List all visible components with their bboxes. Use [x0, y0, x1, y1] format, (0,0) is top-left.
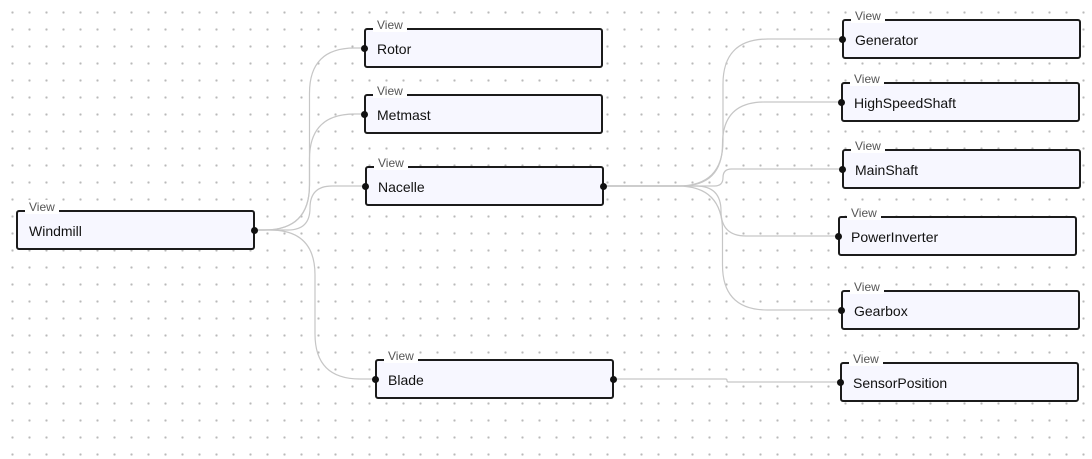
node-type-label: View	[374, 156, 408, 170]
input-handle[interactable]	[372, 375, 379, 383]
edge-blade-to-sensorposition	[616, 378, 838, 383]
input-handle[interactable]	[361, 44, 368, 52]
node-type-label: View	[850, 280, 884, 294]
output-handle[interactable]	[610, 375, 617, 383]
edge-windmill-to-metmast	[257, 113, 362, 231]
node-type-label: View	[373, 84, 407, 98]
node-name-label: Windmill	[29, 223, 82, 239]
edge-windmill-to-rotor	[257, 47, 362, 231]
node-name-label: PowerInverter	[851, 229, 939, 245]
node-type-label: View	[847, 206, 881, 220]
node-type-label: View	[373, 18, 407, 32]
input-handle[interactable]	[838, 98, 845, 106]
edge-windmill-to-blade	[257, 229, 373, 380]
node-name-label: Blade	[388, 372, 424, 388]
node-name-label: Generator	[855, 32, 919, 48]
output-handle[interactable]	[251, 226, 258, 234]
input-handle[interactable]	[839, 165, 846, 173]
node-type-label: View	[25, 200, 59, 214]
node-name-label: Metmast	[377, 107, 431, 123]
node-type-label: View	[851, 139, 885, 153]
node-type-label: View	[849, 352, 883, 366]
node-name-label: Rotor	[377, 41, 412, 57]
node-type-label: View	[851, 9, 885, 23]
edge-nacelle-to-powerinverter	[606, 185, 836, 237]
edge-windmill-to-nacelle	[257, 185, 363, 231]
edge-nacelle-to-highspeedshaft	[606, 101, 839, 187]
node-name-label: HighSpeedShaft	[854, 95, 956, 111]
node-name-label: SensorPosition	[853, 375, 948, 391]
input-handle[interactable]	[839, 35, 846, 43]
input-handle[interactable]	[361, 110, 368, 118]
output-handle[interactable]	[600, 182, 607, 190]
node-type-label: View	[850, 72, 884, 86]
node-name-label: Gearbox	[854, 303, 908, 319]
edge-nacelle-to-gearbox	[606, 185, 839, 311]
node-type-label: View	[384, 349, 418, 363]
input-handle[interactable]	[835, 232, 842, 240]
input-handle[interactable]	[362, 182, 369, 190]
input-handle[interactable]	[837, 378, 844, 386]
node-name-label: MainShaft	[855, 162, 919, 178]
input-handle[interactable]	[838, 306, 845, 314]
edge-nacelle-to-mainshaft	[606, 168, 840, 187]
edge-nacelle-to-generator	[606, 38, 840, 187]
node-name-label: Nacelle	[378, 179, 425, 195]
